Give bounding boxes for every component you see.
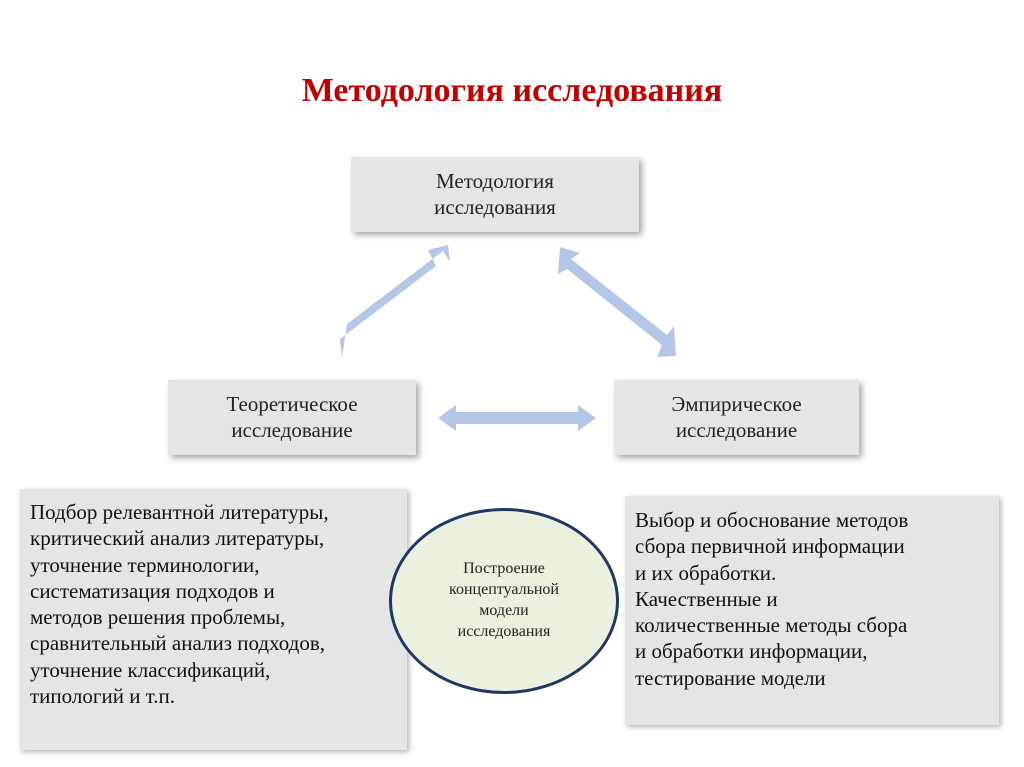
empirical-line: Выбор и обоснование методов xyxy=(635,508,909,532)
node-theoretical-research: Теоретическое исследование xyxy=(168,380,416,455)
node-top-line2: исследования xyxy=(434,194,556,219)
theory-line: сравнительный анализ подходов, xyxy=(30,631,326,656)
node-right-line2: исследование xyxy=(675,417,798,442)
center-line: концептуальной xyxy=(449,581,559,599)
slide-title: Методология исследования xyxy=(301,72,723,109)
node-research-methodology: Методология исследования xyxy=(351,157,639,232)
theory-line: уточнение терминологии, xyxy=(30,552,260,577)
theory-line: типологий и т.п. xyxy=(30,683,176,708)
theory-line: систематизация подходов и xyxy=(30,578,275,603)
center-line: модели xyxy=(479,602,529,619)
theory-line: уточнение классификаций, xyxy=(30,657,271,682)
theoretical-tasks-box: Подбор релевантной литературы, критическ… xyxy=(20,489,407,750)
empirical-line: и их обработки. xyxy=(635,560,777,585)
center-line: Построение xyxy=(463,560,545,578)
theory-line: Подбор релевантной литературы, xyxy=(30,500,329,524)
arrow-top-left xyxy=(340,245,450,358)
theory-line: методов решения проблемы, xyxy=(30,605,286,629)
node-empirical-research: Эмпирическое исследование xyxy=(614,380,859,455)
arrow-top-right xyxy=(558,247,676,357)
empirical-line: тестирование модели xyxy=(635,665,826,690)
arrow-left-right xyxy=(438,405,596,431)
empirical-line: Качественные и xyxy=(635,586,778,611)
node-top-line1: Методология xyxy=(436,168,554,193)
center-line: исследования xyxy=(457,622,551,640)
empirical-tasks-box: Выбор и обоснование методов сбора первич… xyxy=(625,496,999,725)
empirical-line: сбора первичной информации xyxy=(635,534,905,559)
node-left-line1: Теоретическое xyxy=(226,391,358,416)
node-left-line2: исследование xyxy=(231,417,353,442)
empirical-line: количественные методы сбора xyxy=(635,613,908,637)
empirical-line: и обработки информации, xyxy=(635,639,868,664)
conceptual-model-ellipse: Построение концептуальной модели исследо… xyxy=(389,508,619,694)
node-right-line1: Эмпирическое xyxy=(671,391,802,416)
theory-line: критический анализ литературы, xyxy=(30,526,325,551)
